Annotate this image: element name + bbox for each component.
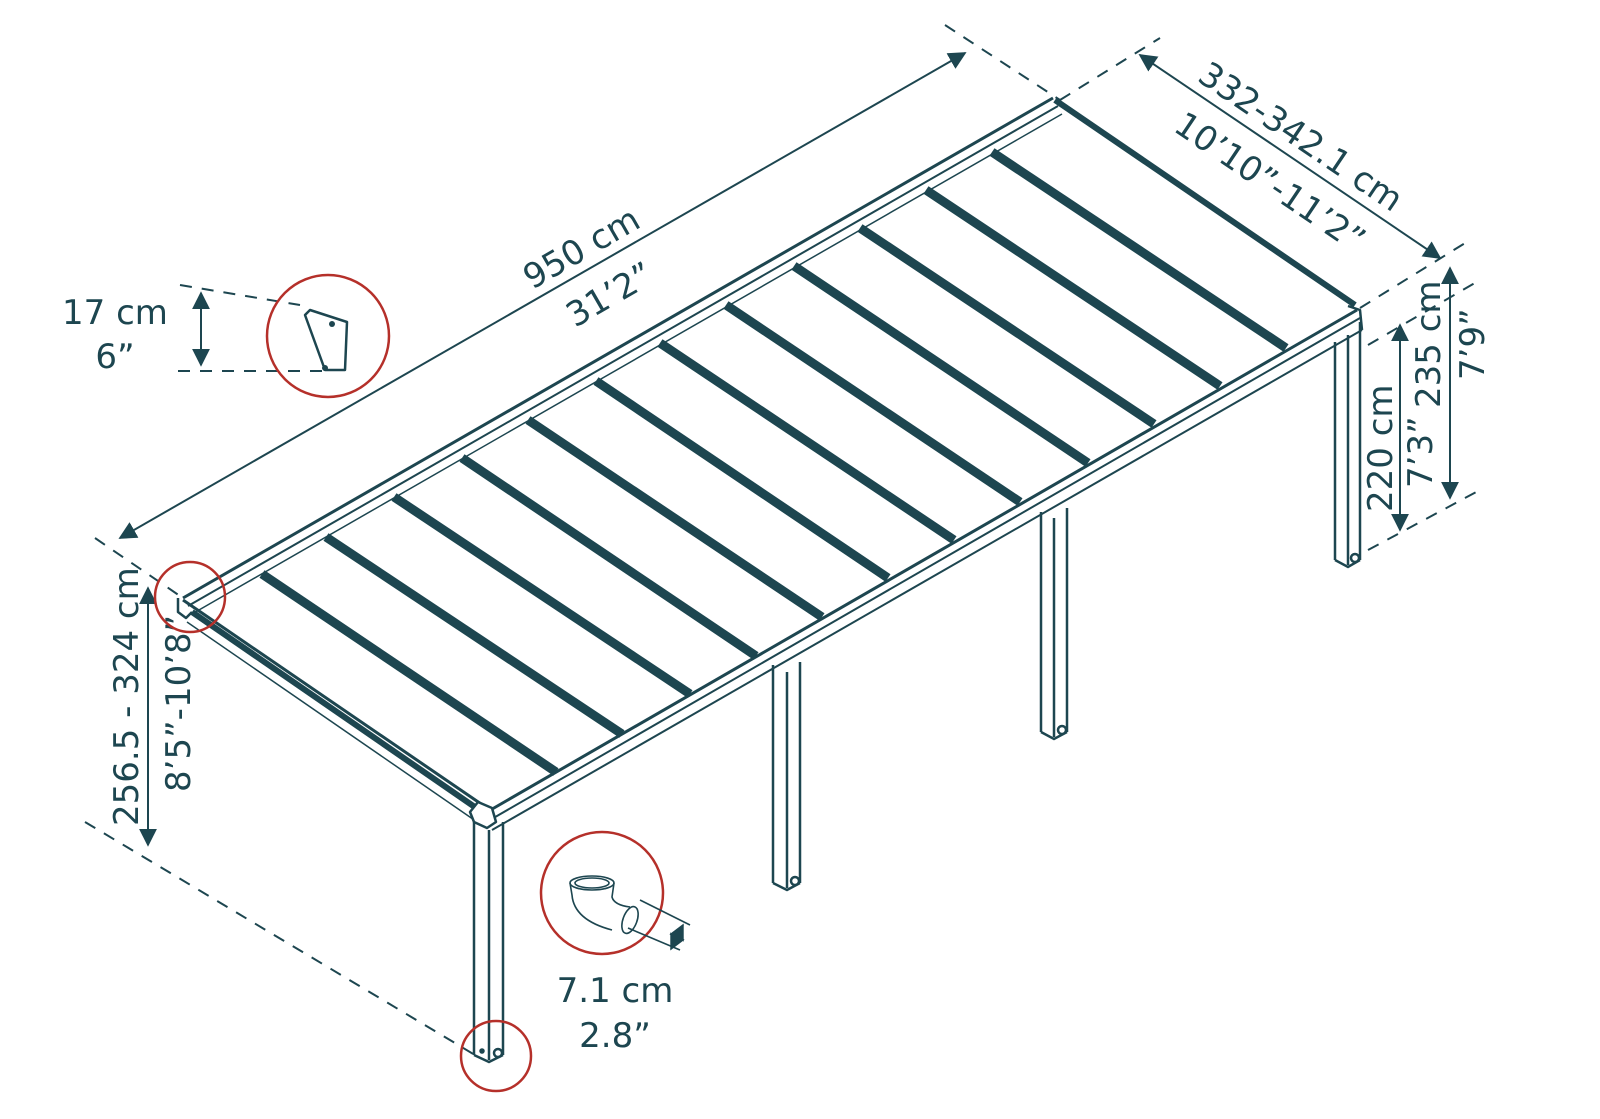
dimension-front-heights: 220 cm 7’3” 235 cm 7’9” [1361, 266, 1493, 551]
back-height-metric-label: 256.5 - 324 cm [107, 567, 147, 826]
downpipe-elbow-icon [569, 875, 639, 935]
dimension-back-height: 256.5 - 324 cm 8’5”-10’8” [84, 567, 481, 1059]
front-clearance-imperial-label: 7’3” [1401, 416, 1441, 488]
downpipe-callout-circle [539, 830, 665, 956]
posts [472, 322, 1362, 1064]
post-middle-2 [1039, 508, 1069, 741]
gutter-callout-circle [265, 273, 391, 399]
front-height-imperial-label: 7’9” [1453, 308, 1493, 380]
gutter-profile-icon [303, 308, 349, 372]
gutter-profile-detail: 17 cm 6” [62, 273, 391, 399]
front-height-metric-label: 235 cm [1409, 280, 1449, 408]
wall-bracket-callout-circle [153, 560, 227, 634]
gutter-metric-label: 17 cm [62, 293, 168, 333]
downpipe-imperial-label: 2.8” [579, 1016, 651, 1056]
dimension-width: 332-342.1 cm 10’10”-11’2” [1059, 37, 1471, 309]
roof-frame [176, 96, 1364, 831]
downpipe-metric-label: 7.1 cm [557, 971, 674, 1011]
gutter-imperial-label: 6” [95, 337, 134, 377]
post-front-left [472, 822, 505, 1064]
post-middle-1 [771, 662, 802, 892]
back-height-imperial-label: 8’5”-10’8” [159, 615, 199, 792]
post-front-right [1333, 322, 1362, 569]
front-clearance-metric-label: 220 cm [1361, 384, 1401, 512]
post-base-callout-circle [459, 1019, 533, 1093]
downpipe-elbow-detail: 7.1 cm 2.8” [539, 830, 691, 1056]
